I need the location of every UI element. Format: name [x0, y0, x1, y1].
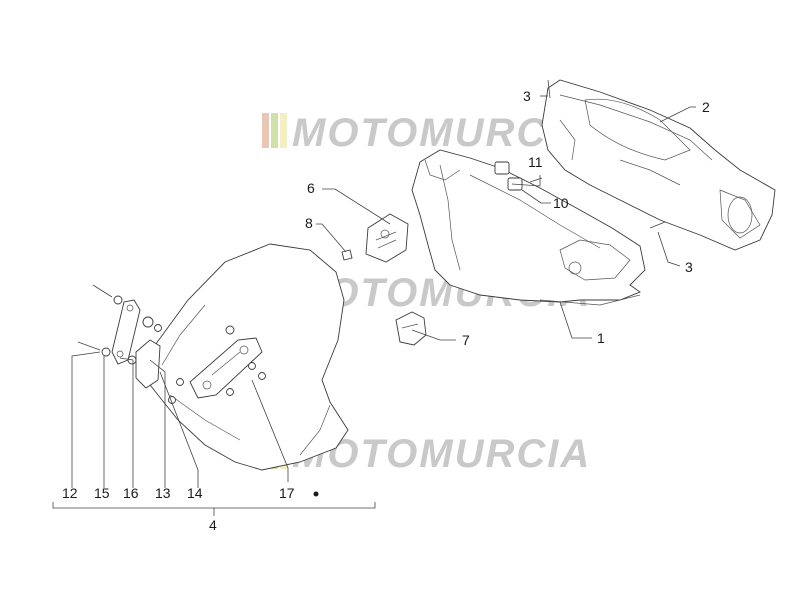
- watermark-stripe: [262, 113, 269, 148]
- reference-dot: [313, 491, 319, 497]
- watermark-text: MOTOMURCIA: [292, 111, 591, 155]
- watermark-top: MOTOMURCIA: [262, 111, 591, 155]
- leader-lines: [52, 95, 696, 516]
- callout-13: 13: [155, 485, 171, 501]
- callout-14: 14: [187, 485, 203, 501]
- callout-15: 15: [94, 485, 110, 501]
- mounting-plate: [168, 325, 266, 404]
- bracket-16: [111, 299, 141, 365]
- hardware: [77, 79, 666, 365]
- bracket-plate-6: [365, 213, 409, 263]
- callout-17: 17: [279, 485, 295, 501]
- callout-8: 8: [305, 215, 313, 231]
- callout-11: 11: [528, 154, 543, 170]
- callout-labels: 1 2 3 3 4 6 7 8 10 11 12 13 14 15 16 17: [62, 88, 710, 533]
- watermark-stripe: [271, 113, 278, 148]
- callout-12: 12: [62, 485, 78, 501]
- callout-10: 10: [553, 195, 569, 211]
- callout-2: 2: [702, 99, 710, 115]
- bracket-13: [135, 339, 161, 389]
- callout-4: 4: [209, 517, 217, 533]
- callout-7: 7: [462, 332, 470, 348]
- front-handlebar-cover: [411, 149, 646, 306]
- watermark-stripe: [280, 113, 287, 148]
- rear-handlebar-cover: [541, 79, 776, 251]
- callout-3-right: 3: [685, 259, 693, 275]
- callout-3-top: 3: [523, 88, 531, 104]
- callout-1: 1: [597, 330, 605, 346]
- bracket-7: [395, 311, 427, 346]
- callout-16: 16: [123, 485, 139, 501]
- callout-6: 6: [307, 180, 315, 196]
